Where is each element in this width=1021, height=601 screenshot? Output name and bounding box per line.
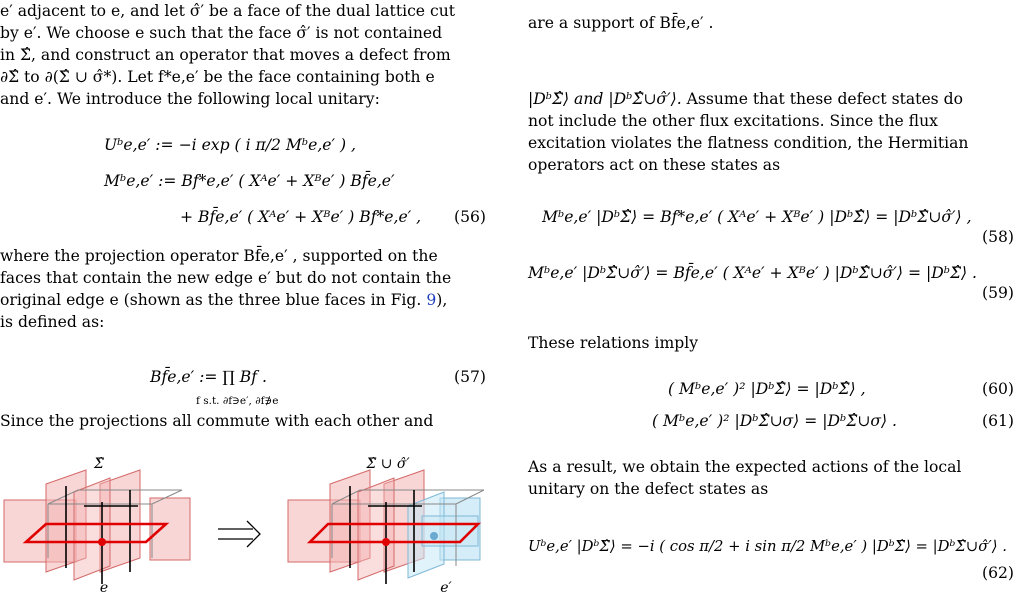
figure-label-sigma: Σ̂: [93, 456, 104, 472]
paragraph-relations: These relations imply: [528, 334, 699, 352]
figure-left-lattice: [3, 469, 191, 584]
projection-line-1: where the projection operator Bf̄e,e′ , …: [0, 247, 438, 265]
equation-61: ( Mᵇe,e′ )² |DᵇΣ̂∪σ⟩ = |DᵇΣ̂∪σ⟩ . (61): [652, 412, 1014, 430]
intro-line-5: and e′. We introduce the following local…: [0, 90, 380, 108]
equation-58: Mᵇe,e′ |DᵇΣ̂⟩ = Bf*e,e′ ( Xᴬe′ + Xᴮe′ ) …: [542, 208, 972, 226]
paragraph-result: As a result, we obtain the expected acti…: [528, 456, 1014, 500]
defect-line-3: excitation violates the flatness conditi…: [528, 134, 969, 152]
figure-9: Σ̂ e: [0, 446, 486, 596]
figure-arrow-icon: [218, 520, 261, 548]
projection-line-4: is defined as:: [0, 313, 105, 331]
figure-label-sigma-union: Σ̂ ∪ σ̂′: [365, 456, 410, 472]
equation-56-line-3: + Bf̄e,e′ ( Xᴬe′ + Xᴮe′ ) Bf*e,e′ , (56): [180, 208, 486, 226]
equation-60: ( Mᵇe,e′ )² |DᵇΣ̂⟩ = |DᵇΣ̂⟩ , (60): [668, 380, 1014, 398]
defect-line-1: Assume that these defect states do: [681, 90, 964, 108]
paragraph-projection: where the projection operator Bf̄e,e′ , …: [0, 245, 486, 333]
figure-label-e: e: [100, 580, 108, 595]
figure-label-e-prime: e′: [440, 580, 452, 595]
equation-number-62: (62): [981, 564, 1014, 582]
paragraph-intro: e′ adjacent to e, and let σ̂′ be a face …: [0, 0, 486, 110]
intro-line-2: by e′. We choose e such that the face σ̂…: [0, 24, 443, 42]
equation-59: Mᵇe,e′ |DᵇΣ̂∪σ̂′⟩ = Bf̄e,e′ ( Xᴬe′ + Xᴮe…: [528, 264, 977, 282]
projection-line-3a: original edge e (shown as the three blue…: [0, 291, 427, 309]
figure-9-drawing: Σ̂ e: [3, 456, 485, 596]
projection-line-2: faces that contain the new edge e′ but d…: [0, 269, 452, 287]
paragraph-commute: Since the projections all commute with e…: [0, 412, 434, 430]
equation-62: Uᵇe,e′ |DᵇΣ̂⟩ = −i ( cos π/2 + i sin π/2…: [528, 538, 1007, 555]
equation-56-line-2: Mᵇe,e′ := Bf*e,e′ ( Xᴬe′ + Xᴮe′ ) Bf̄e,e…: [104, 172, 395, 190]
defect-line-4: operators act on these states as: [528, 156, 781, 174]
paragraph-defect-states: |DᵇΣ̂⟩ and |DᵇΣ̂∪σ̂′⟩. Assume that these…: [528, 88, 1014, 176]
defect-states-kets: |DᵇΣ̂⟩ and |DᵇΣ̂∪σ̂′⟩.: [528, 90, 682, 108]
equation-56-line-1: Uᵇe,e′ := −i exp ( i π/2 Mᵇe,e′ ) ,: [104, 136, 357, 154]
equation-number-56: (56): [453, 208, 486, 226]
result-line-1: As a result, we obtain the expected acti…: [528, 458, 962, 476]
equation-number-61: (61): [981, 412, 1014, 430]
figure-right-lattice: [287, 469, 485, 584]
equation-57: Bf̄e,e′ := ∏ Bf . f s.t. ∂f∋e′, ∂f∌e (57…: [150, 368, 486, 407]
intro-line-1: e′ adjacent to e, and let σ̂′ be a face …: [0, 2, 456, 20]
result-line-2: unitary on the defect states as: [528, 480, 769, 498]
intro-line-3: in Σ̂, and construct an operator that mo…: [0, 46, 451, 64]
support-line: are a support of Bf̄e,e′ .: [528, 14, 714, 32]
intro-line-4: ∂Σ̂ to ∂(Σ̂ ∪ σ̂*). Let f*e,e′ be the fa…: [0, 68, 435, 86]
equation-number-60: (60): [981, 380, 1014, 398]
projection-line-3b: ),: [436, 291, 448, 309]
equation-number-58: (58): [981, 228, 1014, 246]
equation-number-59: (59): [981, 284, 1014, 302]
figure-ref-link[interactable]: 9: [426, 291, 437, 309]
equation-number-57: (57): [453, 368, 486, 386]
defect-line-2: not include the other flux excitations. …: [528, 112, 938, 130]
